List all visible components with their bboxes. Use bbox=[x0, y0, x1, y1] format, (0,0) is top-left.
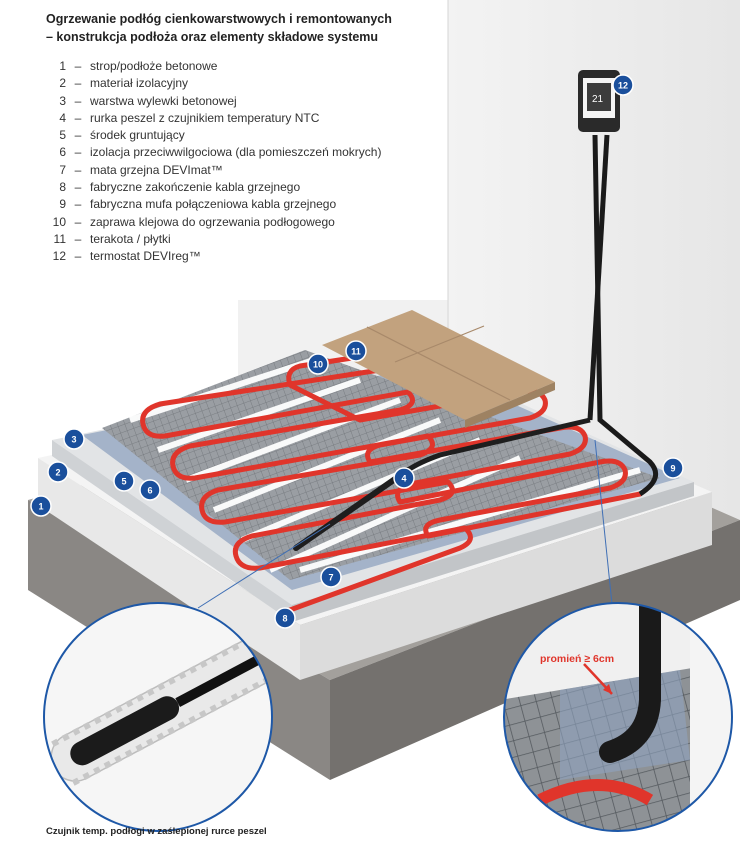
leader-line-left bbox=[197, 523, 331, 609]
thermostat: 21 bbox=[578, 70, 620, 132]
svg-text:8: 8 bbox=[282, 614, 287, 624]
callout-5: 5 bbox=[113, 470, 135, 492]
leader-line-right bbox=[594, 439, 613, 605]
tiles bbox=[322, 310, 555, 420]
svg-text:21: 21 bbox=[592, 94, 604, 105]
radius-arrow-head bbox=[603, 684, 612, 694]
svg-text:9: 9 bbox=[670, 464, 675, 474]
screed-side bbox=[292, 482, 694, 622]
callout-12: 12 bbox=[612, 74, 634, 96]
legend-item: 8–fabryczne zakończenie kabla grzejnego bbox=[59, 180, 301, 195]
callout-10: 10 bbox=[307, 353, 329, 375]
svg-text:3: 3 bbox=[71, 435, 76, 445]
svg-text:6: 6 bbox=[147, 486, 152, 496]
title-line-1: Ogrzewanie podłóg cienkowarstwowych i re… bbox=[46, 12, 392, 26]
callout-11: 11 bbox=[345, 340, 367, 362]
heating-mat-mesh bbox=[102, 350, 660, 580]
sensor-conduit-route bbox=[406, 417, 591, 473]
closeup-caption: Czujnik temp. podłogi w zaślepionej rurc… bbox=[46, 826, 267, 837]
legend-item: 5–środek gruntujący bbox=[59, 128, 185, 143]
radius-label: promień ≥ 6cm bbox=[540, 653, 614, 665]
svg-text:11: 11 bbox=[351, 347, 361, 357]
legend-item: 7–mata grzejna DEVImat™ bbox=[59, 162, 223, 177]
legend-item: 9–fabryczna mufa połączeniowa kabla grze… bbox=[59, 197, 337, 212]
cold-lead-cable bbox=[592, 134, 659, 497]
screed-front bbox=[52, 440, 292, 622]
insulation-side bbox=[300, 492, 712, 680]
tile-joints bbox=[366, 325, 511, 401]
callout-4: 4 bbox=[393, 467, 415, 489]
legend-item: 3–warstwa wylewki betonowej bbox=[59, 93, 237, 108]
legend-list: 1–strop/podłoże betonowe 2–materiał izol… bbox=[46, 58, 382, 266]
svg-text:7: 7 bbox=[328, 573, 333, 583]
svg-text:5: 5 bbox=[121, 477, 126, 487]
diagram-title: Ogrzewanie podłóg cienkowarstwowych i re… bbox=[46, 10, 392, 46]
svg-text:10: 10 bbox=[313, 360, 323, 370]
cable-bend-closeup: promień ≥ 6cm bbox=[503, 602, 733, 832]
callout-8: 8 bbox=[274, 607, 296, 629]
legend-item: 2–materiał izolacyjny bbox=[59, 76, 189, 91]
title-line-2: – konstrukcja podłoża oraz elementy skła… bbox=[46, 30, 379, 44]
sensor-conduit-closeup bbox=[43, 602, 273, 832]
legend-item: 6–izolacja przeciwwilgociowa (dla pomies… bbox=[59, 145, 382, 160]
callout-7: 7 bbox=[320, 566, 342, 588]
svg-text:4: 4 bbox=[401, 474, 406, 484]
legend-item: 4–rurka peszel z czujnikiem temperatury … bbox=[59, 110, 320, 125]
legend-item: 11–terakota / płytki bbox=[53, 231, 171, 246]
callout-6: 6 bbox=[139, 479, 161, 501]
tiles-edge bbox=[465, 382, 555, 428]
sensor-lead-cable bbox=[587, 134, 610, 421]
svg-text:2: 2 bbox=[55, 468, 60, 478]
callout-9: 9 bbox=[662, 457, 684, 479]
svg-text:1: 1 bbox=[38, 502, 43, 512]
sensor-conduit bbox=[293, 467, 411, 551]
insulation-front bbox=[38, 458, 300, 680]
callout-2: 2 bbox=[47, 461, 69, 483]
legend-item: 1–strop/podłoże betonowe bbox=[59, 59, 218, 73]
legend-item: 10–zaprawa klejowa do ogrzewania podłogo… bbox=[52, 214, 335, 229]
callout-3: 3 bbox=[63, 428, 85, 450]
svg-text:12: 12 bbox=[618, 81, 628, 91]
callout-1: 1 bbox=[30, 495, 52, 517]
legend-item: 12–termostat DEVIreg™ bbox=[52, 249, 201, 264]
